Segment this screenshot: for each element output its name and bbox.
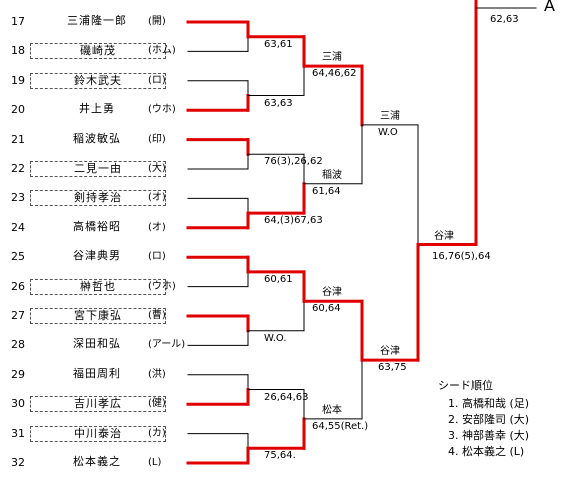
player-name: 鈴木武夫	[30, 72, 166, 89]
player-club: (健)	[148, 398, 166, 410]
player-club: (大)	[148, 163, 166, 174]
match-score: 16,76(5),64	[432, 250, 491, 262]
seed-item: 2. 安部隆司 (大)	[448, 413, 530, 426]
player-row: 17 三浦隆一郎 (開)	[0, 14, 190, 30]
player-row: 30 吉川孝広(健)	[0, 396, 190, 413]
player-number: 29	[11, 367, 25, 381]
player-club: (L)	[148, 457, 162, 468]
seed-item: 3. 神部善幸 (大)	[448, 429, 530, 442]
seed-item: 1. 高橋和哉 (足)	[448, 397, 530, 410]
player-row: 29 福田周利 (洪)	[0, 367, 190, 383]
player-row: 19 鈴木武夫(ロ)	[0, 72, 190, 89]
player-club: (ホム)	[148, 45, 176, 57]
match-score: 63,61	[264, 38, 293, 50]
player-number: 18	[11, 44, 25, 58]
match-score: 64,55(Ret.)	[312, 420, 369, 432]
match-winner: 三浦	[322, 52, 342, 64]
player-club: (オ)	[148, 192, 166, 204]
player-name: 松本義之	[73, 455, 121, 468]
player-row: 18 磯崎茂(ホム)	[0, 43, 190, 60]
match-winner: 松本	[322, 404, 342, 416]
player-number: 27	[11, 309, 25, 322]
match-winner: 谷津	[322, 287, 342, 299]
player-club: (印)	[148, 133, 166, 145]
player-club: (ロ)	[148, 251, 166, 263]
match-score: 76(3),26,62	[264, 156, 323, 168]
player-number: 31	[11, 426, 25, 440]
player-name: 高橋裕昭	[73, 219, 121, 233]
player-name: 稲波敏弘	[73, 131, 121, 145]
match-winner: 稲波	[322, 169, 342, 181]
player-row: 25 谷津典男 (ロ)	[0, 249, 190, 265]
player-number: 20	[11, 103, 25, 117]
match-score: 60,61	[264, 273, 293, 285]
player-row: 28 深田和弘 (アール)	[0, 337, 190, 353]
player-name: 吉川孝広	[30, 396, 166, 413]
player-name: 榊哲也	[30, 278, 166, 295]
match-score: W.O	[378, 126, 398, 138]
player-row: 26 榊哲也(ウホ)	[0, 278, 190, 295]
match-winner: 谷津	[434, 230, 454, 242]
player-name: 福田周利	[73, 366, 121, 380]
player-club: (ロ)	[148, 74, 166, 86]
player-row: 21 稲波敏弘 (印)	[0, 132, 190, 148]
player-row: 23 剣持孝治(オ)	[0, 190, 190, 207]
player-name: 二見一由	[30, 161, 166, 177]
player-club: (開)	[148, 16, 166, 27]
player-row: 31 中川泰治(カ)	[0, 425, 190, 442]
match-score: W.O.	[264, 332, 287, 344]
player-number: 28	[11, 338, 25, 352]
player-number: 21	[11, 132, 25, 146]
seed-list-title: シード順位	[438, 379, 493, 392]
player-club: (アール)	[148, 339, 186, 351]
player-number: 25	[11, 250, 25, 264]
match-score: 63,63	[264, 97, 293, 109]
player-name: 深田和弘	[73, 337, 121, 351]
player-name: 三浦隆一郎	[67, 14, 127, 27]
player-name: 宮下康弘	[30, 308, 166, 324]
player-name: 井上勇	[79, 102, 115, 116]
player-row: 32 松本義之 (L)	[0, 455, 190, 471]
seed-item: 4. 松本義之 (L)	[448, 445, 525, 458]
player-number: 26	[11, 279, 25, 293]
player-number: 23	[11, 191, 25, 205]
player-name: 谷津典男	[73, 249, 121, 263]
player-row: 20 井上勇 (ウホ)	[0, 102, 190, 118]
player-number: 30	[11, 397, 25, 411]
match-score: 64,46,62	[312, 68, 357, 80]
player-name: 中川泰治	[30, 425, 166, 442]
match-score: 26,64,63	[264, 391, 309, 403]
player-name: 剣持孝治	[30, 190, 166, 207]
match-score: 61,64	[312, 185, 341, 197]
player-number: 24	[11, 220, 25, 234]
player-number: 22	[11, 162, 25, 175]
player-row: 22 二見一由(大)	[0, 161, 190, 177]
player-club: (曹)	[148, 310, 166, 321]
match-score: 75,64.	[264, 450, 296, 462]
player-number: 17	[11, 15, 25, 28]
player-club: (カ)	[148, 427, 166, 439]
match-score: 64,(3)67,63	[264, 215, 323, 227]
match-winner: 谷津	[380, 346, 400, 358]
match-winner: 三浦	[380, 110, 400, 122]
match-score: 60,64	[312, 303, 341, 315]
player-club: (オ)	[148, 221, 166, 233]
player-row: 24 高橋裕昭 (オ)	[0, 220, 190, 236]
bracket-corner-label: A	[544, 0, 555, 15]
player-number: 32	[11, 456, 25, 469]
player-club: (ウホ)	[148, 104, 176, 116]
player-number: 19	[11, 73, 25, 87]
player-row: 27 宮下康弘(曹)	[0, 308, 190, 324]
match-score: 63,75	[378, 362, 407, 374]
player-club: (洪)	[148, 368, 166, 380]
player-name: 磯崎茂	[30, 43, 166, 60]
match-score: 62,63	[490, 14, 519, 25]
player-club: (ウホ)	[148, 280, 176, 292]
